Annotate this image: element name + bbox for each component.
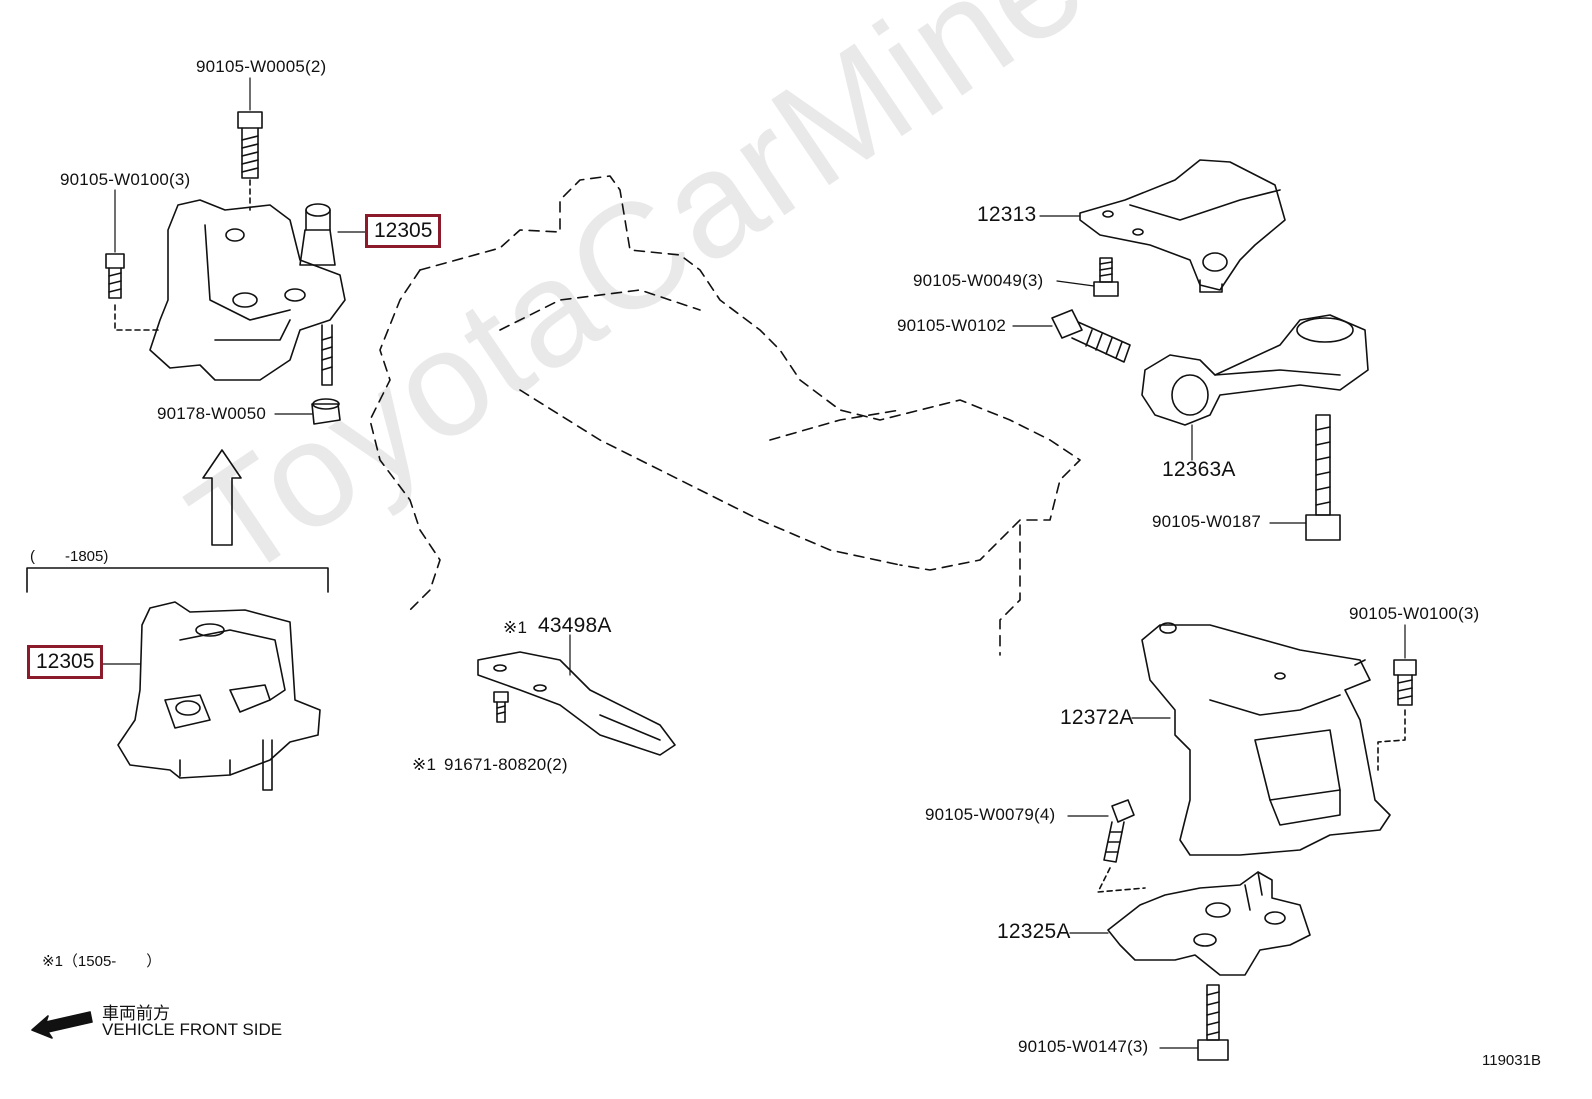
label-12313: 12313 (977, 203, 1037, 226)
label-12325a: 12325A (997, 920, 1071, 943)
mount-12305-upper (105, 111, 346, 425)
range-upper-note: ( -1805) (30, 548, 109, 565)
bolt-90105-w0100-right (1377, 659, 1417, 771)
label-90105-w0049: 90105-W0049(3) (913, 271, 1044, 290)
label-90105-w0187: 90105-W0187 (1152, 512, 1261, 531)
diagram-id: 119031B (1482, 1052, 1541, 1069)
label-90105-w0147: 90105-W0147(3) (1018, 1037, 1149, 1056)
bolt-90105-w0049 (1093, 257, 1119, 297)
bolt-90105-w0187 (1305, 414, 1341, 541)
mount-12305-lower (117, 601, 321, 791)
range-lower-note: ※1（1505- ） (42, 953, 162, 970)
label-90178-w0050: 90178-W0050 (157, 404, 266, 423)
label-12363a: 12363A (1162, 458, 1236, 481)
label-43498a-mark: ※1 (503, 618, 528, 637)
label-91671-80820: 91671-80820(2) (444, 755, 568, 774)
leader-lines (102, 77, 1406, 1049)
bracket-43498a (477, 651, 676, 756)
bracket-12313 (1079, 159, 1286, 293)
label-91671-mark: ※1 (412, 755, 437, 774)
legend-en: VEHICLE FRONT SIDE (102, 1020, 283, 1039)
label-43498a: 43498A (538, 614, 612, 637)
bolt-90105-w0147 (1197, 984, 1229, 1061)
bolt-90105-w0079 (1097, 799, 1146, 893)
label-12305-bottom[interactable]: 12305 (27, 645, 104, 679)
direction-arrow (202, 449, 242, 546)
legend-jp: 車両前方 (102, 1004, 170, 1023)
bracket-12325a (1107, 871, 1311, 976)
label-12372a: 12372A (1060, 706, 1134, 729)
range-bracket (26, 567, 329, 593)
label-12305-top[interactable]: 12305 (365, 214, 442, 248)
label-90105-w0079: 90105-W0079(4) (925, 805, 1056, 824)
engine-outline (369, 175, 1081, 656)
rod-12363a (1141, 314, 1369, 426)
label-90105-w0102: 90105-W0102 (897, 316, 1006, 335)
label-90105-w0005: 90105-W0005(2) (196, 57, 327, 76)
label-90105-w0100-left: 90105-W0100(3) (60, 170, 191, 189)
bracket-12372a (1141, 622, 1391, 856)
label-90105-w0100-right: 90105-W0100(3) (1349, 604, 1480, 623)
vehicle-front-arrow (31, 1011, 93, 1039)
bolt-90105-w0102 (1051, 309, 1131, 363)
